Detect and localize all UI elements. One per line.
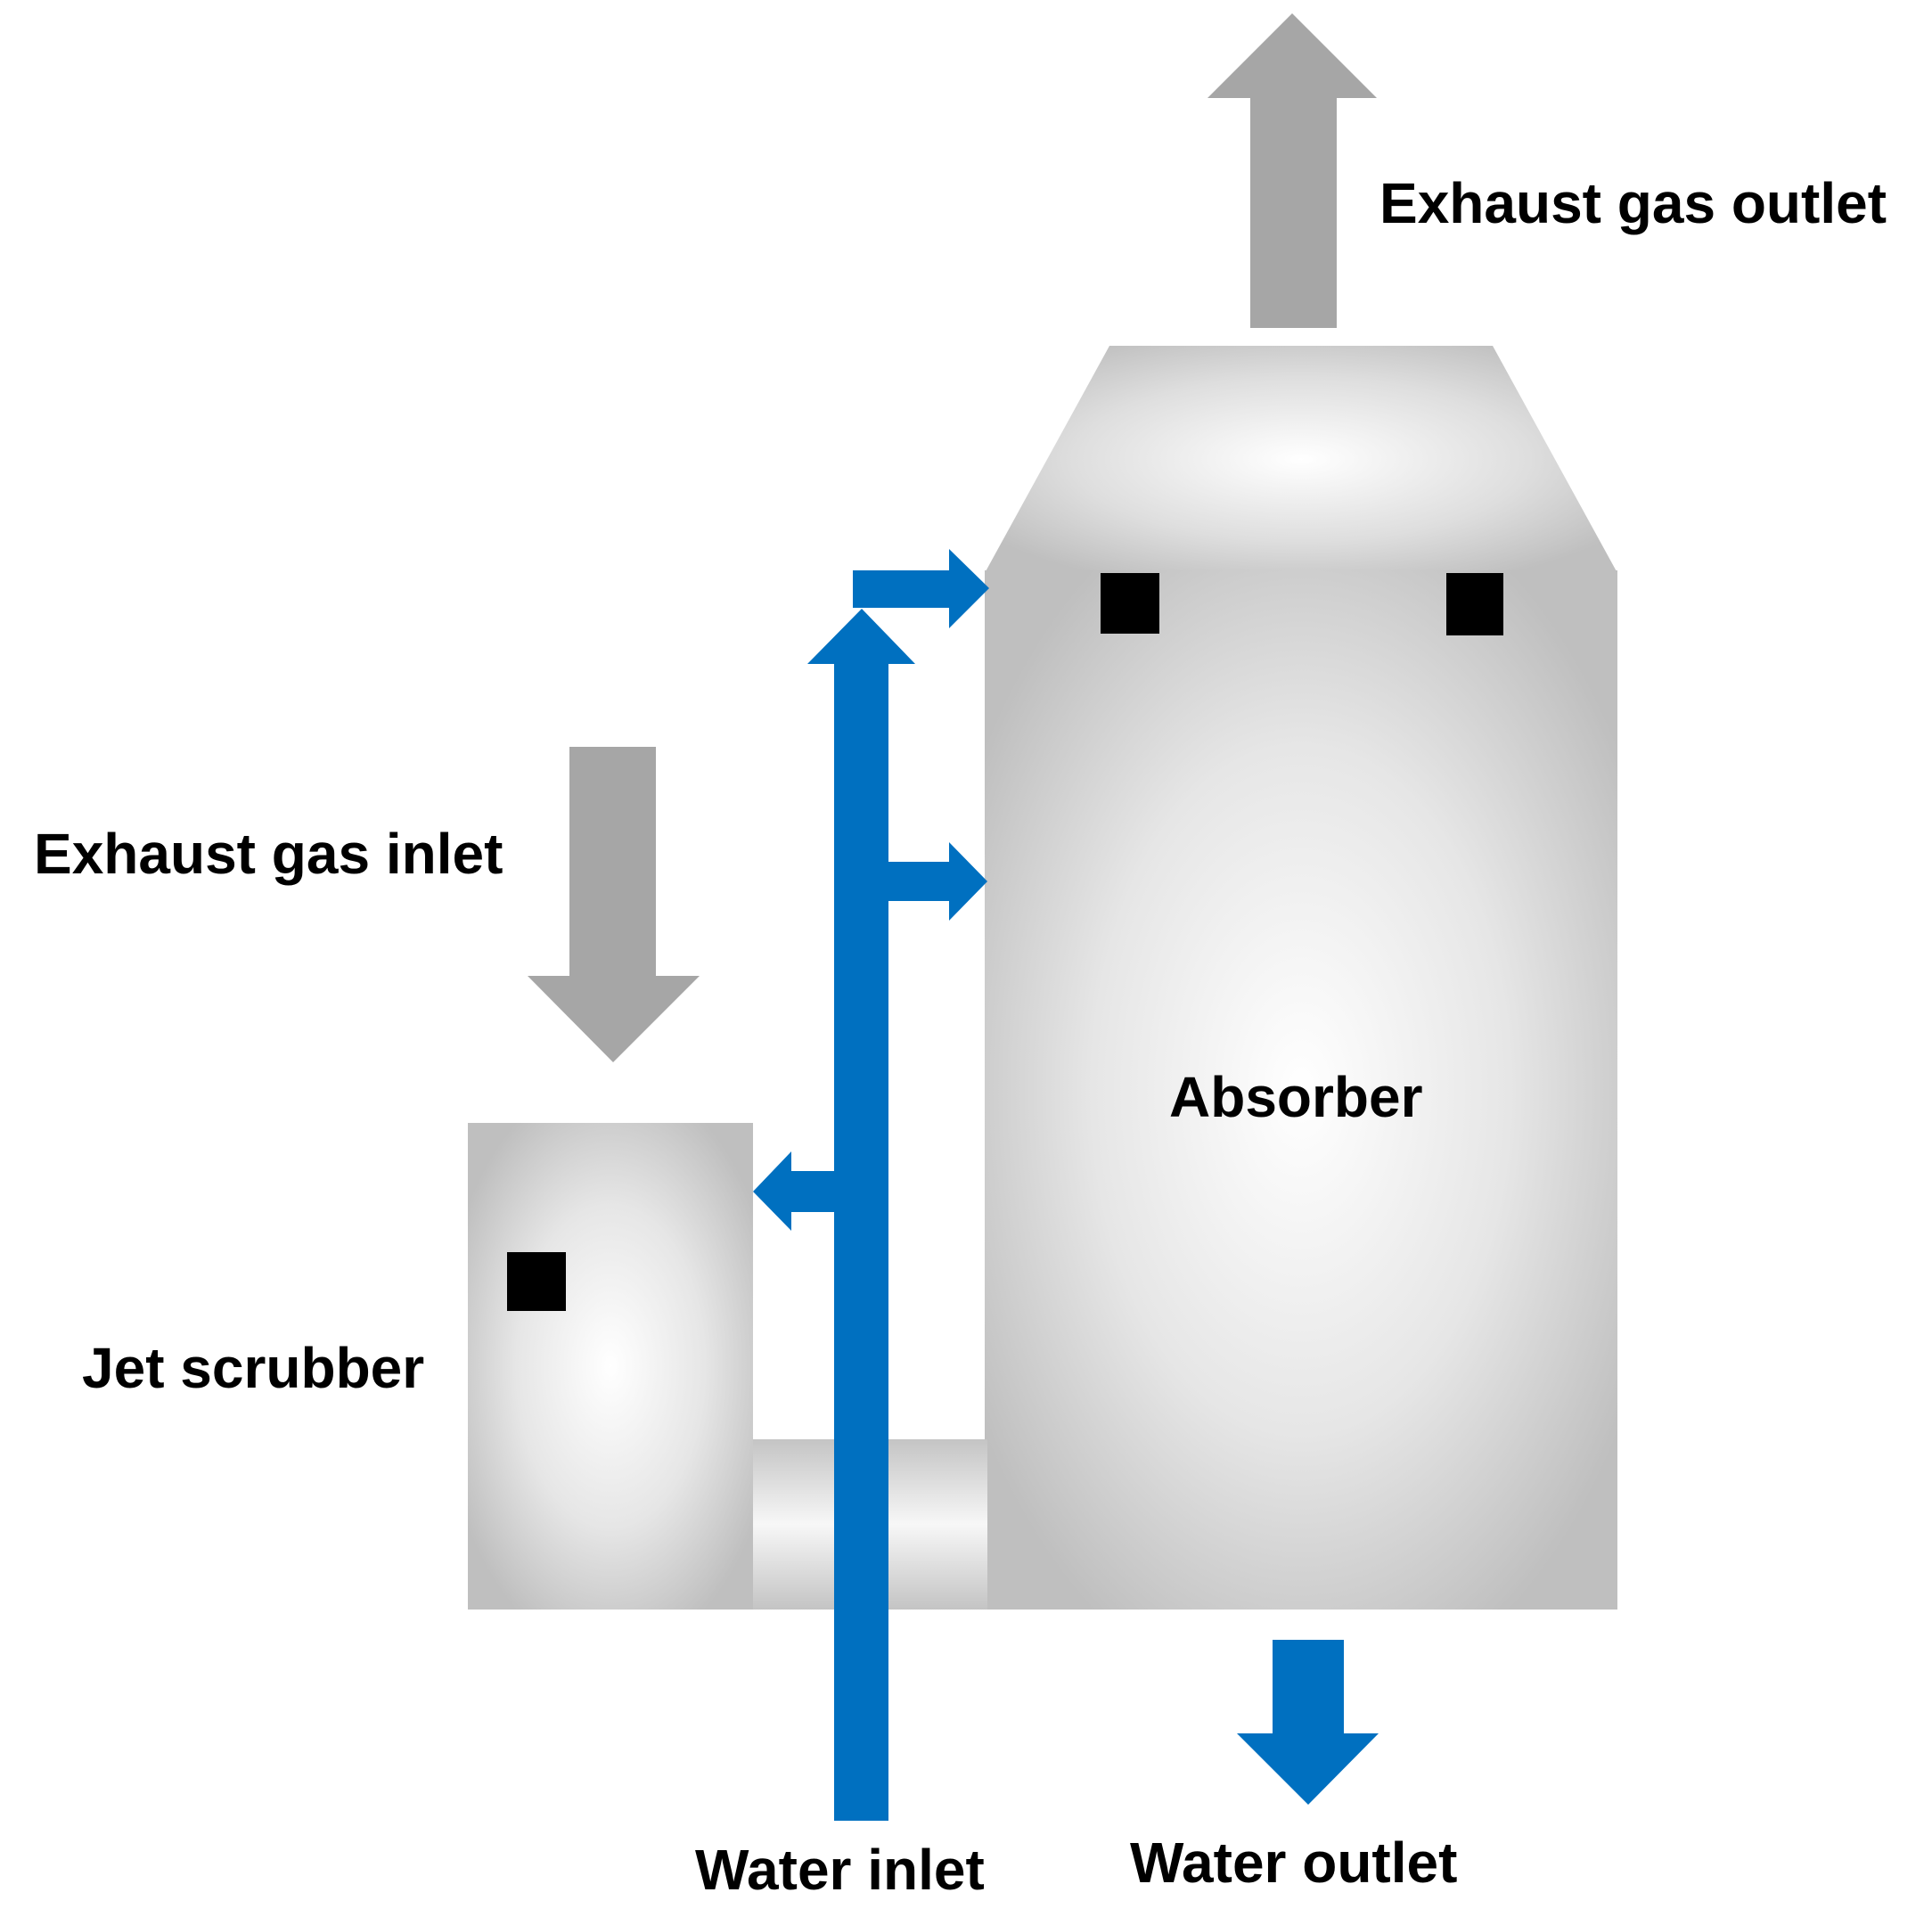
jet-scrubber-label: Jet scrubber — [82, 1336, 424, 1400]
absorber-nozzle-left — [1101, 573, 1159, 634]
water-branch-jet-scrubber-arrow — [753, 1151, 836, 1231]
exhaust-gas-inlet-arrow — [528, 747, 700, 1062]
water-outlet-label: Water outlet — [1130, 1831, 1457, 1895]
water-branch-middle-arrow — [887, 842, 987, 921]
water-branch-upper-arrow — [853, 549, 989, 628]
absorber-vessel — [985, 570, 1617, 1610]
exhaust-gas-outlet-label: Exhaust gas outlet — [1379, 171, 1887, 235]
absorber-label: Absorber — [1169, 1065, 1423, 1129]
water-supply-pipe — [807, 609, 915, 1821]
water-inlet-label: Water inlet — [695, 1838, 985, 1902]
absorber-hood — [985, 346, 1617, 573]
jet-scrubber-vessel — [468, 1123, 753, 1610]
water-outlet-arrow — [1237, 1640, 1379, 1805]
absorber-nozzle-right — [1446, 573, 1503, 635]
jet-scrubber-nozzle — [507, 1252, 566, 1311]
exhaust-gas-outlet-arrow — [1208, 13, 1377, 328]
exhaust-gas-inlet-label: Exhaust gas inlet — [34, 822, 503, 886]
